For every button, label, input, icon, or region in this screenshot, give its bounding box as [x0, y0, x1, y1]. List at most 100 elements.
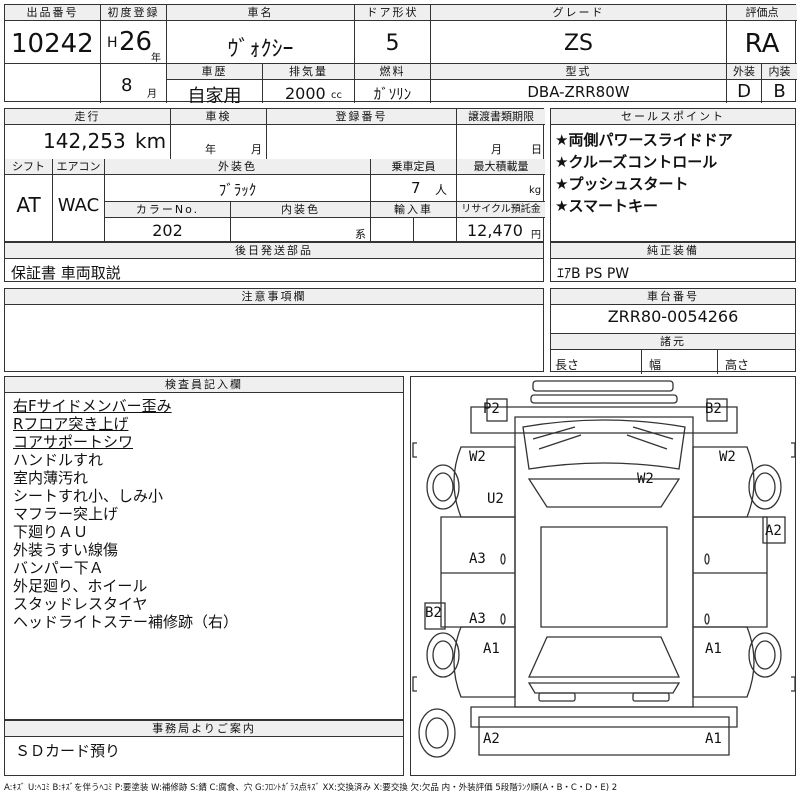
chassis-label: 車台番号	[551, 289, 795, 305]
dims-label: 諸元	[551, 334, 795, 350]
mileage-unit: km	[135, 129, 167, 153]
color-label: 外装色	[105, 159, 370, 175]
shift-value: AT	[16, 193, 41, 217]
sales-point: ★スマートキー	[555, 197, 658, 215]
mark-a1-left: A1	[483, 641, 500, 657]
inspector-line: 右Fサイドメンバー歪み	[13, 397, 172, 415]
dims-row: 長さ 幅 高さ	[551, 350, 795, 374]
sales-point: ★プッシュスタート	[555, 175, 689, 193]
color-no-value: 202	[152, 221, 183, 240]
inspector-line: ハンドルすれ	[13, 451, 104, 469]
import-label: 輸入車	[371, 202, 456, 218]
mark-a2-right: A2	[765, 523, 782, 539]
sales-point: ★両側パワースライドドア	[555, 131, 733, 149]
mark-a1-right: A1	[705, 641, 722, 657]
recycle-label: リサイクル預託金	[457, 202, 545, 218]
car-outline	[412, 380, 796, 758]
load-unit: kg	[529, 185, 542, 196]
inspector-line: バンパー下Ａ	[13, 559, 104, 577]
fuel-label: 燃料	[355, 64, 430, 80]
sales-block: セールスポイント ★両側パワースライドドア ★クルーズコントロール ★プッシュス…	[550, 108, 796, 242]
color-cell: 外装色 ﾌﾞﾗｯｸ	[105, 159, 371, 201]
transfer-month-unit: 月	[491, 143, 502, 156]
inspector-line: 外足廻り、ホイール	[13, 577, 148, 595]
shift-label: シフト	[5, 159, 52, 175]
equip-label: 純正装備	[551, 243, 795, 259]
score-cell: 評価点 RA	[727, 5, 797, 63]
mileage-value: 142,253	[43, 129, 126, 153]
ac-value: WAC	[57, 195, 100, 216]
header-block: 出品番号 10242 初度登録 H 26 年 8 月 車名 ｳﾞｫｸｼｰ ドア形…	[4, 4, 797, 103]
ext-label: 外装	[727, 64, 761, 80]
mark-b2-left: B2	[425, 605, 442, 621]
car-diagram: P2 B2 W2 W2 W2 U2 A2 A3 A3 B2 A1 A1 A2 A…	[410, 376, 796, 776]
disp-label: 排気量	[263, 64, 354, 80]
lot-label: 出品番号	[5, 5, 100, 21]
door-value: 5	[385, 31, 400, 56]
history-label: 車歴	[167, 64, 262, 80]
int-color-cell: 内装色 系	[231, 201, 371, 243]
import-cell: 輸入車	[371, 201, 457, 243]
lot-cell: 出品番号 10242	[5, 5, 101, 63]
mark-b2-top: B2	[705, 401, 722, 417]
inspector-list: 右Fサイドメンバー歪み Rフロア突き上げ コアサポートシワ ハンドルすれ 室内薄…	[5, 393, 403, 631]
height-label: 高さ	[725, 358, 750, 372]
int-value: B	[773, 81, 786, 102]
chassis-value: ZRR80-0054266	[551, 305, 795, 334]
sales-list: ★両側パワースライドドア ★クルーズコントロール ★プッシュスタート ★スマート…	[551, 125, 795, 217]
recycle-cell: リサイクル預託金 12,470 円	[457, 201, 545, 243]
inspector-label: 検査員記入欄	[5, 377, 403, 393]
notes-block: 注意事項欄	[4, 288, 544, 372]
ext-value: D	[737, 81, 751, 102]
history-cell: 車歴 自家用	[167, 63, 263, 103]
seats-cell: 乗車定員 7 人	[371, 159, 457, 201]
mileage-cell: 走行 142,253 km	[5, 109, 171, 159]
shift-cell: シフト AT	[5, 159, 53, 243]
ext-cell: 外装 D	[727, 63, 762, 103]
parts-block: 後日発送部品 保証書 車両取説	[4, 242, 544, 282]
office-value: ＳＤカード預り	[15, 742, 121, 760]
width-label: 幅	[649, 358, 662, 372]
int-color-unit: 系	[355, 228, 366, 241]
score-value: RA	[744, 29, 780, 59]
score-label: 評価点	[727, 5, 797, 21]
inspector-line: スタッドレスタイヤ	[13, 595, 148, 613]
inspection-label: 車検	[171, 109, 266, 125]
disp-cell: 排気量 2000 cc	[263, 63, 355, 103]
name-value: ｳﾞｫｸｼｰ	[227, 37, 294, 62]
color-no-cell: カラーNo. 202	[105, 201, 231, 243]
recycle-value: 12,470	[467, 221, 523, 240]
month-unit: 月	[147, 89, 157, 100]
mark-w2-right: W2	[719, 449, 736, 465]
inspector-block: 検査員記入欄 右Fサイドメンバー歪み Rフロア突き上げ コアサポートシワ ハンド…	[4, 376, 404, 720]
grade-label: グレード	[431, 5, 726, 21]
int-label: 内装	[762, 64, 797, 80]
office-label: 事務局よりご案内	[5, 721, 403, 737]
era: H	[107, 35, 118, 51]
equip-value: ｴｱB PS PW	[557, 266, 630, 282]
mark-w2-left: W2	[469, 449, 486, 465]
disp-unit: cc	[331, 90, 342, 101]
model-label: 型式	[431, 64, 726, 80]
name-label: 車名	[167, 5, 354, 21]
lot-blank	[5, 63, 101, 103]
reg-year: 26	[119, 27, 153, 57]
model-value: DBA-ZRR80W	[527, 83, 630, 101]
year-unit: 年	[151, 53, 161, 64]
mark-a1-rear: A1	[705, 731, 722, 747]
details-block: 走行 142,253 km 車検 年 月 登録番号 譲渡書類期限 月 日 シフト…	[4, 108, 545, 243]
int-color-label: 内装色	[231, 202, 370, 218]
parts-label: 後日発送部品	[5, 243, 543, 259]
fuel-cell: 燃料 ｶﾞｿﾘﾝ	[355, 63, 431, 103]
reg-month: 8	[121, 75, 133, 96]
ac-cell: エアコン WAC	[53, 159, 105, 243]
notes-label: 注意事項欄	[5, 289, 543, 305]
mileage-label: 走行	[5, 109, 170, 125]
door-label: ドア形状	[355, 5, 430, 21]
transfer-cell: 譲渡書類期限 月 日	[457, 109, 545, 159]
mark-a2-rear: A2	[483, 731, 500, 747]
len-label: 長さ	[555, 358, 580, 372]
color-no-label: カラーNo.	[105, 202, 230, 218]
disp-value: 2000	[285, 84, 326, 103]
seats-label: 乗車定員	[371, 159, 456, 175]
